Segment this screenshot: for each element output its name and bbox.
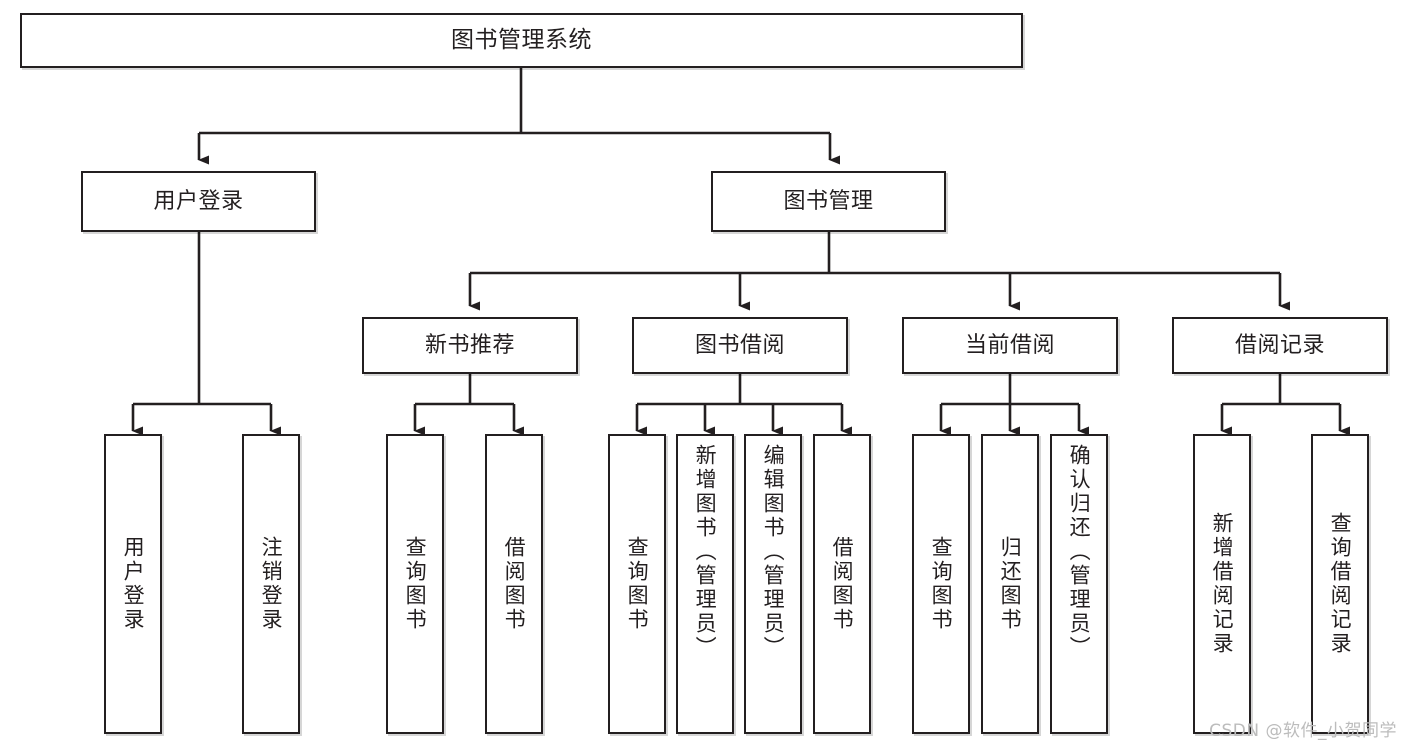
node-label: 新增借阅记录 — [1210, 512, 1235, 656]
node-label: 用户登录 — [121, 536, 146, 632]
leaf-query-book-new[interactable]: 查询图书 — [386, 434, 444, 734]
leaf-return-book[interactable]: 归还图书 — [981, 434, 1039, 734]
leaf-confirm-return-admin[interactable]: 确认归还（管理员） — [1050, 434, 1108, 734]
node-label: 借阅记录 — [1234, 332, 1325, 358]
node-new-book-recommend[interactable]: 新书推荐 — [362, 317, 578, 374]
leaf-borrow-book-new[interactable]: 借阅图书 — [485, 434, 543, 734]
node-label: 当前借阅 — [964, 332, 1055, 358]
node-label: 确认归还（管理员） — [1067, 444, 1092, 660]
node-borrow-records[interactable]: 借阅记录 — [1172, 317, 1388, 374]
node-book-borrow[interactable]: 图书借阅 — [632, 317, 848, 374]
node-label: 用户登录 — [153, 188, 244, 214]
leaf-edit-book-admin[interactable]: 编辑图书（管理员） — [744, 434, 802, 734]
leaf-add-book-admin[interactable]: 新增图书（管理员） — [676, 434, 734, 734]
node-current-borrow[interactable]: 当前借阅 — [902, 317, 1118, 374]
node-label: 图书管理系统 — [451, 26, 592, 53]
node-label: 图书借阅 — [694, 332, 785, 358]
leaf-query-book-borrow[interactable]: 查询图书 — [608, 434, 666, 734]
node-book-management[interactable]: 图书管理 — [711, 171, 946, 232]
node-root-system[interactable]: 图书管理系统 — [20, 13, 1023, 68]
node-label: 编辑图书（管理员） — [761, 444, 786, 660]
node-label: 新书推荐 — [424, 332, 515, 358]
node-label: 归还图书 — [998, 536, 1023, 632]
node-label: 图书管理 — [783, 188, 874, 214]
node-label: 查询借阅记录 — [1328, 512, 1353, 656]
node-label: 借阅图书 — [830, 536, 855, 632]
leaf-add-borrow-record[interactable]: 新增借阅记录 — [1193, 434, 1251, 734]
leaf-query-borrow-record[interactable]: 查询借阅记录 — [1311, 434, 1369, 734]
node-label: 新增图书（管理员） — [693, 444, 718, 660]
node-label: 查询图书 — [403, 536, 428, 632]
node-label: 查询图书 — [625, 536, 650, 632]
leaf-logout[interactable]: 注销登录 — [242, 434, 300, 734]
node-label: 查询图书 — [929, 536, 954, 632]
leaf-user-login[interactable]: 用户登录 — [104, 434, 162, 734]
leaf-borrow-book[interactable]: 借阅图书 — [813, 434, 871, 734]
leaf-query-book-current[interactable]: 查询图书 — [912, 434, 970, 734]
node-label: 借阅图书 — [502, 536, 527, 632]
csdn-watermark: CSDN @软件_小贺同学 — [1209, 721, 1397, 741]
node-label: 注销登录 — [259, 536, 284, 632]
node-user-login[interactable]: 用户登录 — [81, 171, 316, 232]
